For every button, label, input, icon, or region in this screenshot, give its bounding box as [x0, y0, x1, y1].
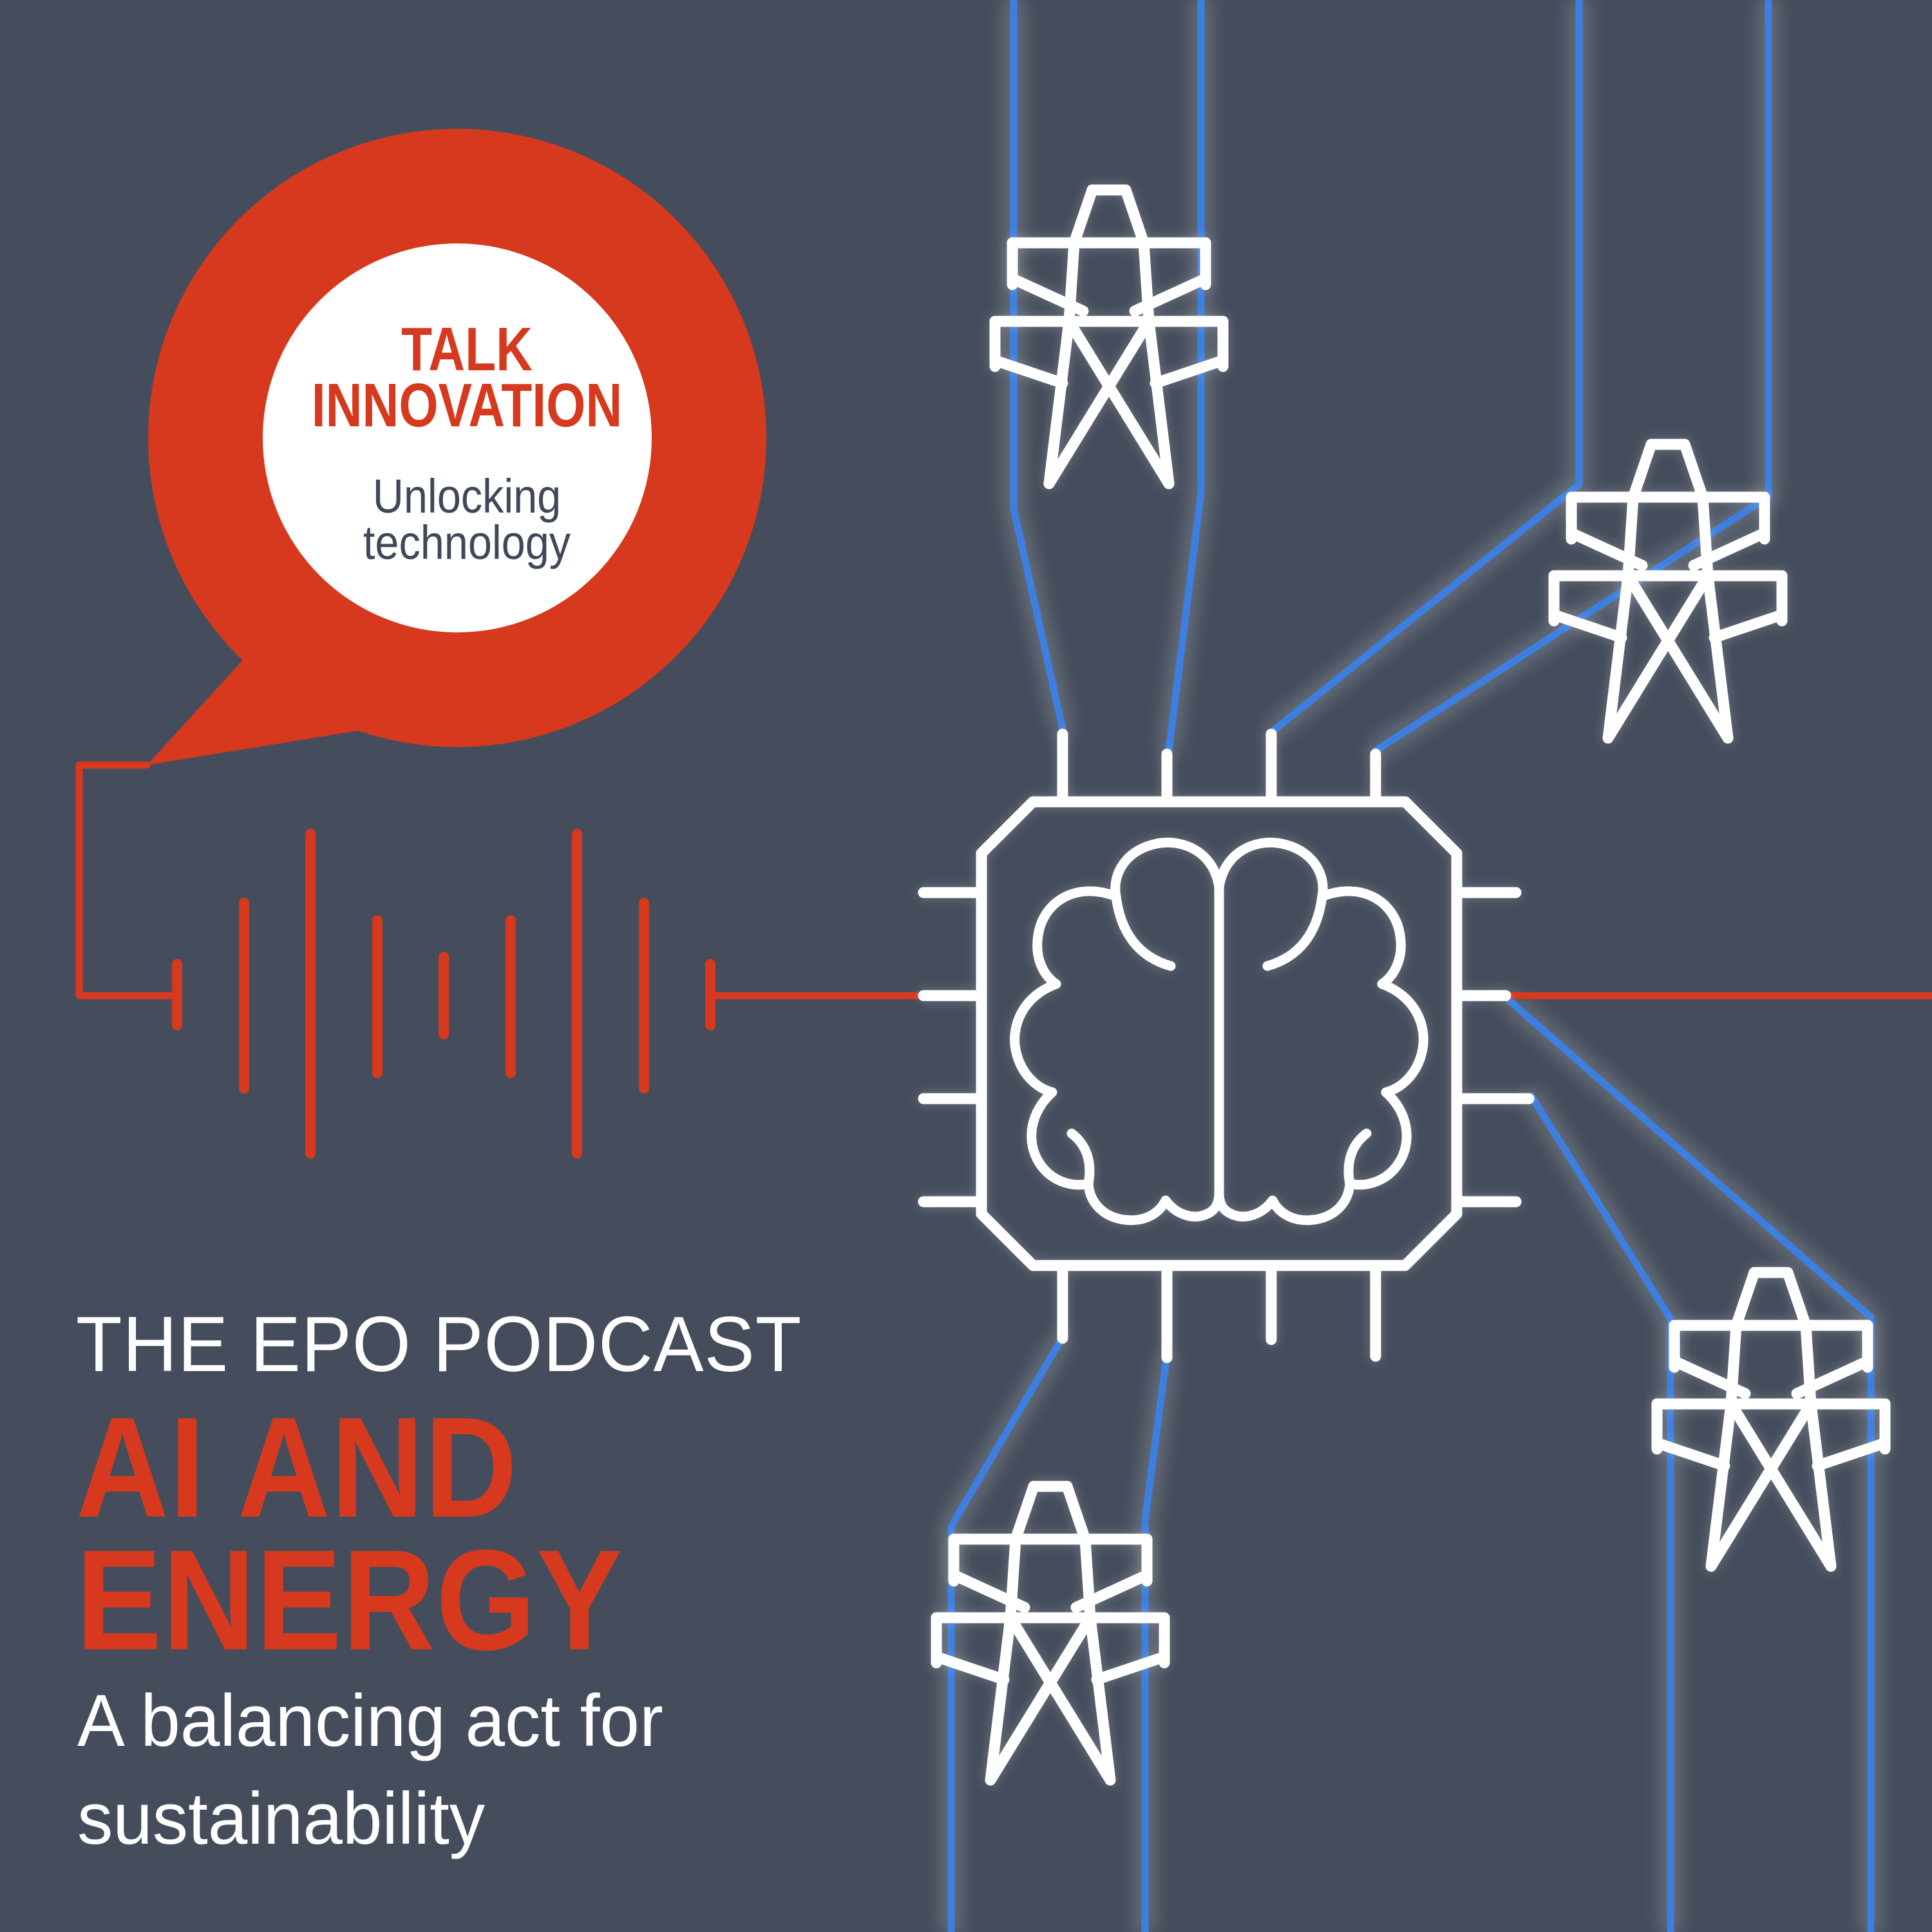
audio-waveform-icon: [172, 829, 715, 1159]
podcast-kicker: THE EPO PODCAST: [76, 1300, 802, 1388]
speech-bubble-icon: [147, 129, 766, 765]
power-line-bottom-1: [947, 1336, 1065, 1932]
bubble-tagline-line1: Unlocking: [372, 469, 562, 523]
power-lines: [947, 0, 1875, 1932]
speech-bubble-tail: [147, 644, 396, 765]
bubble-tagline-line2: technology: [363, 516, 571, 569]
pylon-top-right: [1554, 444, 1782, 738]
cpu-chip-icon: [918, 728, 1535, 1363]
speech-bubble-inner-circle: [263, 243, 652, 632]
bubble-title-line2: INNOVATION: [311, 371, 623, 440]
pylon-bottom-right: [1657, 1273, 1885, 1566]
bubble-connector-line: [75, 761, 176, 999]
bubble-title-line1: TALK: [401, 315, 533, 384]
pylon-bottom: [936, 1486, 1164, 1780]
pylon-top: [995, 190, 1223, 484]
brain-icon: [1010, 837, 1428, 1226]
chip-outline: [976, 796, 1463, 1271]
power-line-right-2: [1528, 1092, 1674, 1932]
power-line-top-right: [1270, 0, 1583, 734]
episode-title-line2: ENERGY: [76, 1520, 623, 1680]
episode-subtitle-line1: A balancing act for: [77, 1680, 663, 1762]
episode-title-line1: AI AND: [76, 1388, 518, 1548]
episode-subtitle-line2: sustainability: [77, 1778, 486, 1860]
power-line-top-left: [1010, 0, 1066, 733]
power-line-top-left-2: [1165, 0, 1205, 754]
power-line-right-1: [1506, 997, 1875, 1932]
power-line-bottom-2: [1141, 1355, 1170, 1932]
signal-line: [75, 761, 1932, 1159]
